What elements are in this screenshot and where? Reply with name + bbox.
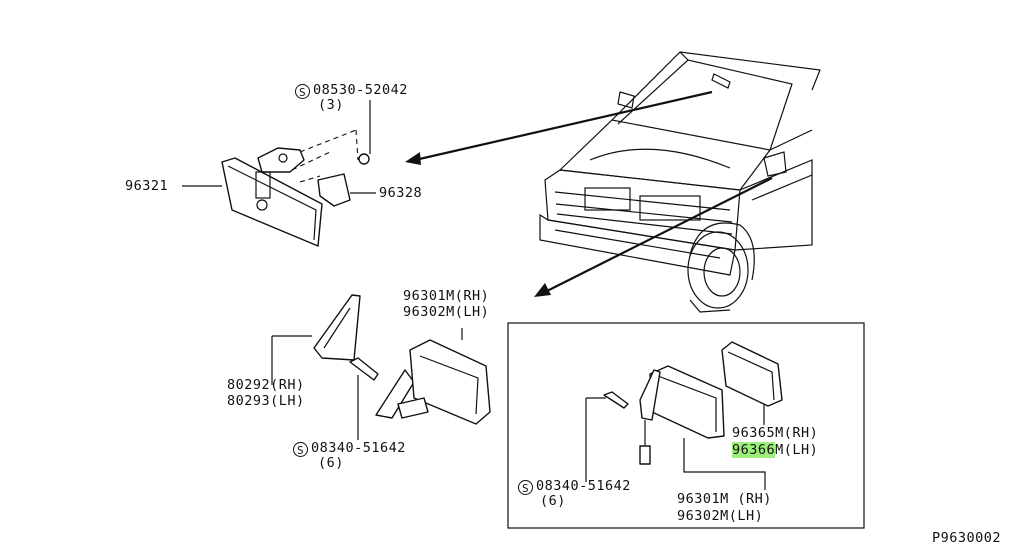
s-symbol-icon: S (518, 480, 533, 495)
glass-lh-suffix: M(LH) (775, 442, 819, 458)
inner-mirror-label: 96321 (125, 178, 169, 194)
mirror-assy-rh-label: 96301M(RH) (403, 288, 490, 304)
s-symbol-icon: S (295, 84, 310, 99)
bolt-top-qty: (3) (318, 97, 344, 113)
arrow-head-lower (534, 283, 551, 297)
door-mirror-exploded (271, 294, 491, 440)
pointer-arrows (405, 90, 773, 297)
detail-mirror-glass (721, 341, 783, 407)
glass-lh-label: 96366M(LH) (732, 442, 819, 458)
inner-mirror-assembly (182, 100, 376, 247)
screw-left-code: 08340-51642 (311, 440, 406, 456)
arrow-head-upper (405, 152, 421, 165)
corner-rh-label: 80292(RH) (227, 377, 305, 393)
vehicle-illustration (539, 51, 821, 313)
inner-mirror-mount (257, 147, 305, 173)
screw-left-qty: (6) (318, 455, 344, 471)
diagram-code: P9630002 (932, 530, 1002, 546)
screw-icon (349, 357, 379, 381)
box-assy-rh-label: 96301M (RH) (677, 491, 772, 507)
screw-box-qty: (6) (540, 493, 566, 509)
inner-mirror-body (221, 157, 323, 247)
detail-box (507, 322, 865, 529)
inner-mirror-cover (317, 173, 351, 207)
cover-label: 96328 (379, 185, 423, 201)
glass-rh-label: 96365M(RH) (732, 425, 819, 441)
bolt-icon (358, 153, 370, 165)
screw-box-code: 08340-51642 (536, 478, 631, 494)
corner-lh-label: 80293(LH) (227, 393, 305, 409)
s-symbol-icon: S (293, 442, 308, 457)
detail-mirror-assembly (585, 341, 783, 490)
box-assy-lh-label: 96302M(LH) (677, 508, 764, 524)
bolt-top-code: 08530-52042 (313, 82, 408, 98)
glass-lh-number-highlight: 96366 (732, 442, 776, 458)
door-mirror-head (409, 339, 491, 425)
mirror-assy-lh-label: 96302M(LH) (403, 304, 490, 320)
